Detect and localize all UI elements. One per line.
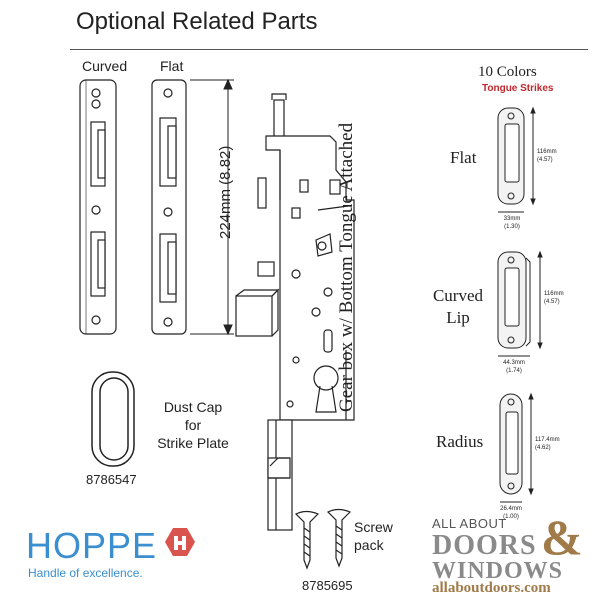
gearbox-drawing [235, 93, 355, 531]
aad-doors: DOORS [432, 530, 537, 561]
tongue-strike-flat-width: 33mm(1.30) [503, 216, 521, 230]
title-divider [70, 49, 588, 50]
dust-cap-line1: Dust Cap [163, 399, 223, 415]
tongue-strikes-title: 10 Colors [478, 64, 537, 80]
page-title: Optional Related Parts [76, 8, 318, 35]
aad-windows: WINDOWS [432, 558, 564, 584]
tongue-strike-flat-drawing [497, 106, 536, 213]
screw-pack-part-number: 8785695 [302, 578, 353, 593]
aad-line1: ALL ABOUT [432, 516, 507, 531]
screw-pack-line1: Screw [354, 519, 393, 535]
dust-cap-line2: for [184, 417, 202, 433]
tongue-strike-curved-lip-width: 44.3mm(1.74) [503, 360, 525, 374]
dust-cap-drawing [91, 371, 135, 467]
tongue-strike-curved-lip-height: 116mm(4.57) [544, 291, 564, 305]
tongue-strikes-subtitle: Tongue Strikes [482, 83, 554, 94]
dust-cap-part-number: 8786547 [86, 472, 137, 487]
tongue-strike-radius-width: 26.4mm(1.00) [500, 506, 522, 520]
hoppe-logo-icon [165, 528, 195, 556]
tongue-strike-radius-label: Radius [436, 432, 484, 451]
tongue-strike-radius-drawing [499, 392, 534, 503]
tongue-strike-curved-lip-drawing [497, 250, 543, 357]
screw-pack-line2: pack [354, 537, 384, 553]
dust-cap-description: Dust Cap for Strike Plate [150, 398, 236, 452]
dimension-line [190, 78, 234, 336]
aad-ampersand: & [541, 509, 583, 565]
curved-plate-label: Curved [82, 58, 128, 74]
tongue-strike-flat-height: 116mm(4.57) [537, 149, 557, 163]
dust-cap-line3: Strike Plate [157, 435, 229, 451]
curved-strike-plate [79, 79, 117, 335]
gearbox-label: Gear box w/ Bottom Tongue Attached [336, 122, 357, 412]
tongue-strike-flat-label: Flat [450, 148, 477, 167]
aad-url: allaboutdoors.com [432, 580, 551, 596]
hoppe-brand: HOPPE [26, 525, 158, 566]
screw-pack-drawing [294, 508, 352, 570]
strike-plate-dimension: 224mm (8.82) [217, 145, 234, 239]
screw-pack-description: Screw pack [354, 518, 393, 554]
flat-plate-label: Flat [160, 58, 184, 74]
hoppe-tagline: Handle of excellence. [28, 566, 143, 580]
flat-strike-plate [151, 79, 187, 335]
tongue-strike-curved-lip-label: Curved Lip [432, 286, 484, 327]
tongue-strike-radius-height: 117.4mm(4.62) [535, 437, 560, 451]
